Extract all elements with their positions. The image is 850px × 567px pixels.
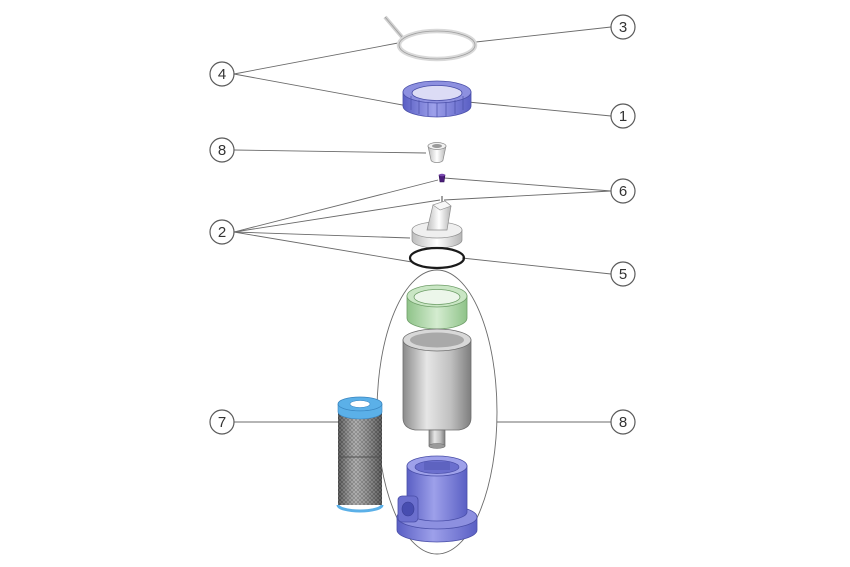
- leader-2c: [233, 231, 411, 239]
- leader-4a: [233, 42, 399, 75]
- leader-6a: [443, 177, 612, 192]
- callout-label: 4: [218, 66, 226, 83]
- leader-5: [461, 257, 612, 275]
- seal-ring-icon: [406, 284, 468, 330]
- callout-8-assembly: 8: [610, 409, 636, 435]
- callout-label: 3: [619, 19, 627, 36]
- leader-2b: [233, 199, 441, 233]
- callout-label: 8: [218, 142, 226, 159]
- wire-gasket-icon: [383, 15, 478, 62]
- callout-3: 3: [610, 14, 636, 40]
- canister-icon: [402, 328, 472, 449]
- callout-6: 6: [610, 178, 636, 204]
- base-housing-icon: [396, 455, 478, 543]
- leader-2a: [233, 179, 439, 233]
- adapter-icon: [427, 142, 447, 163]
- callout-label: 5: [619, 266, 627, 283]
- leader-2d: [233, 231, 413, 263]
- callout-2: 2: [209, 219, 235, 245]
- o-ring-icon: [408, 246, 466, 270]
- leader-3: [475, 26, 612, 43]
- callout-label: 8: [619, 414, 627, 431]
- leader-lines: [233, 26, 612, 555]
- callout-label: 2: [218, 224, 226, 241]
- filter-cartridge-icon: [336, 396, 384, 513]
- leader-8-adapter: [233, 149, 427, 154]
- leader-4b: [233, 73, 409, 107]
- callout-label: 6: [619, 183, 627, 200]
- leader-1: [467, 101, 612, 117]
- callout-5: 5: [610, 261, 636, 287]
- callout-4: 4: [209, 61, 235, 87]
- callout-8-top: 8: [209, 137, 235, 163]
- callout-label: 1: [619, 108, 627, 125]
- callout-label: 7: [218, 414, 226, 431]
- callout-1: 1: [610, 103, 636, 129]
- callout-7: 7: [209, 409, 235, 435]
- lock-ring-icon: [402, 80, 472, 118]
- top-cap-icon: [411, 200, 463, 249]
- valve-knob-icon: [438, 173, 446, 202]
- leader-6b: [443, 190, 612, 201]
